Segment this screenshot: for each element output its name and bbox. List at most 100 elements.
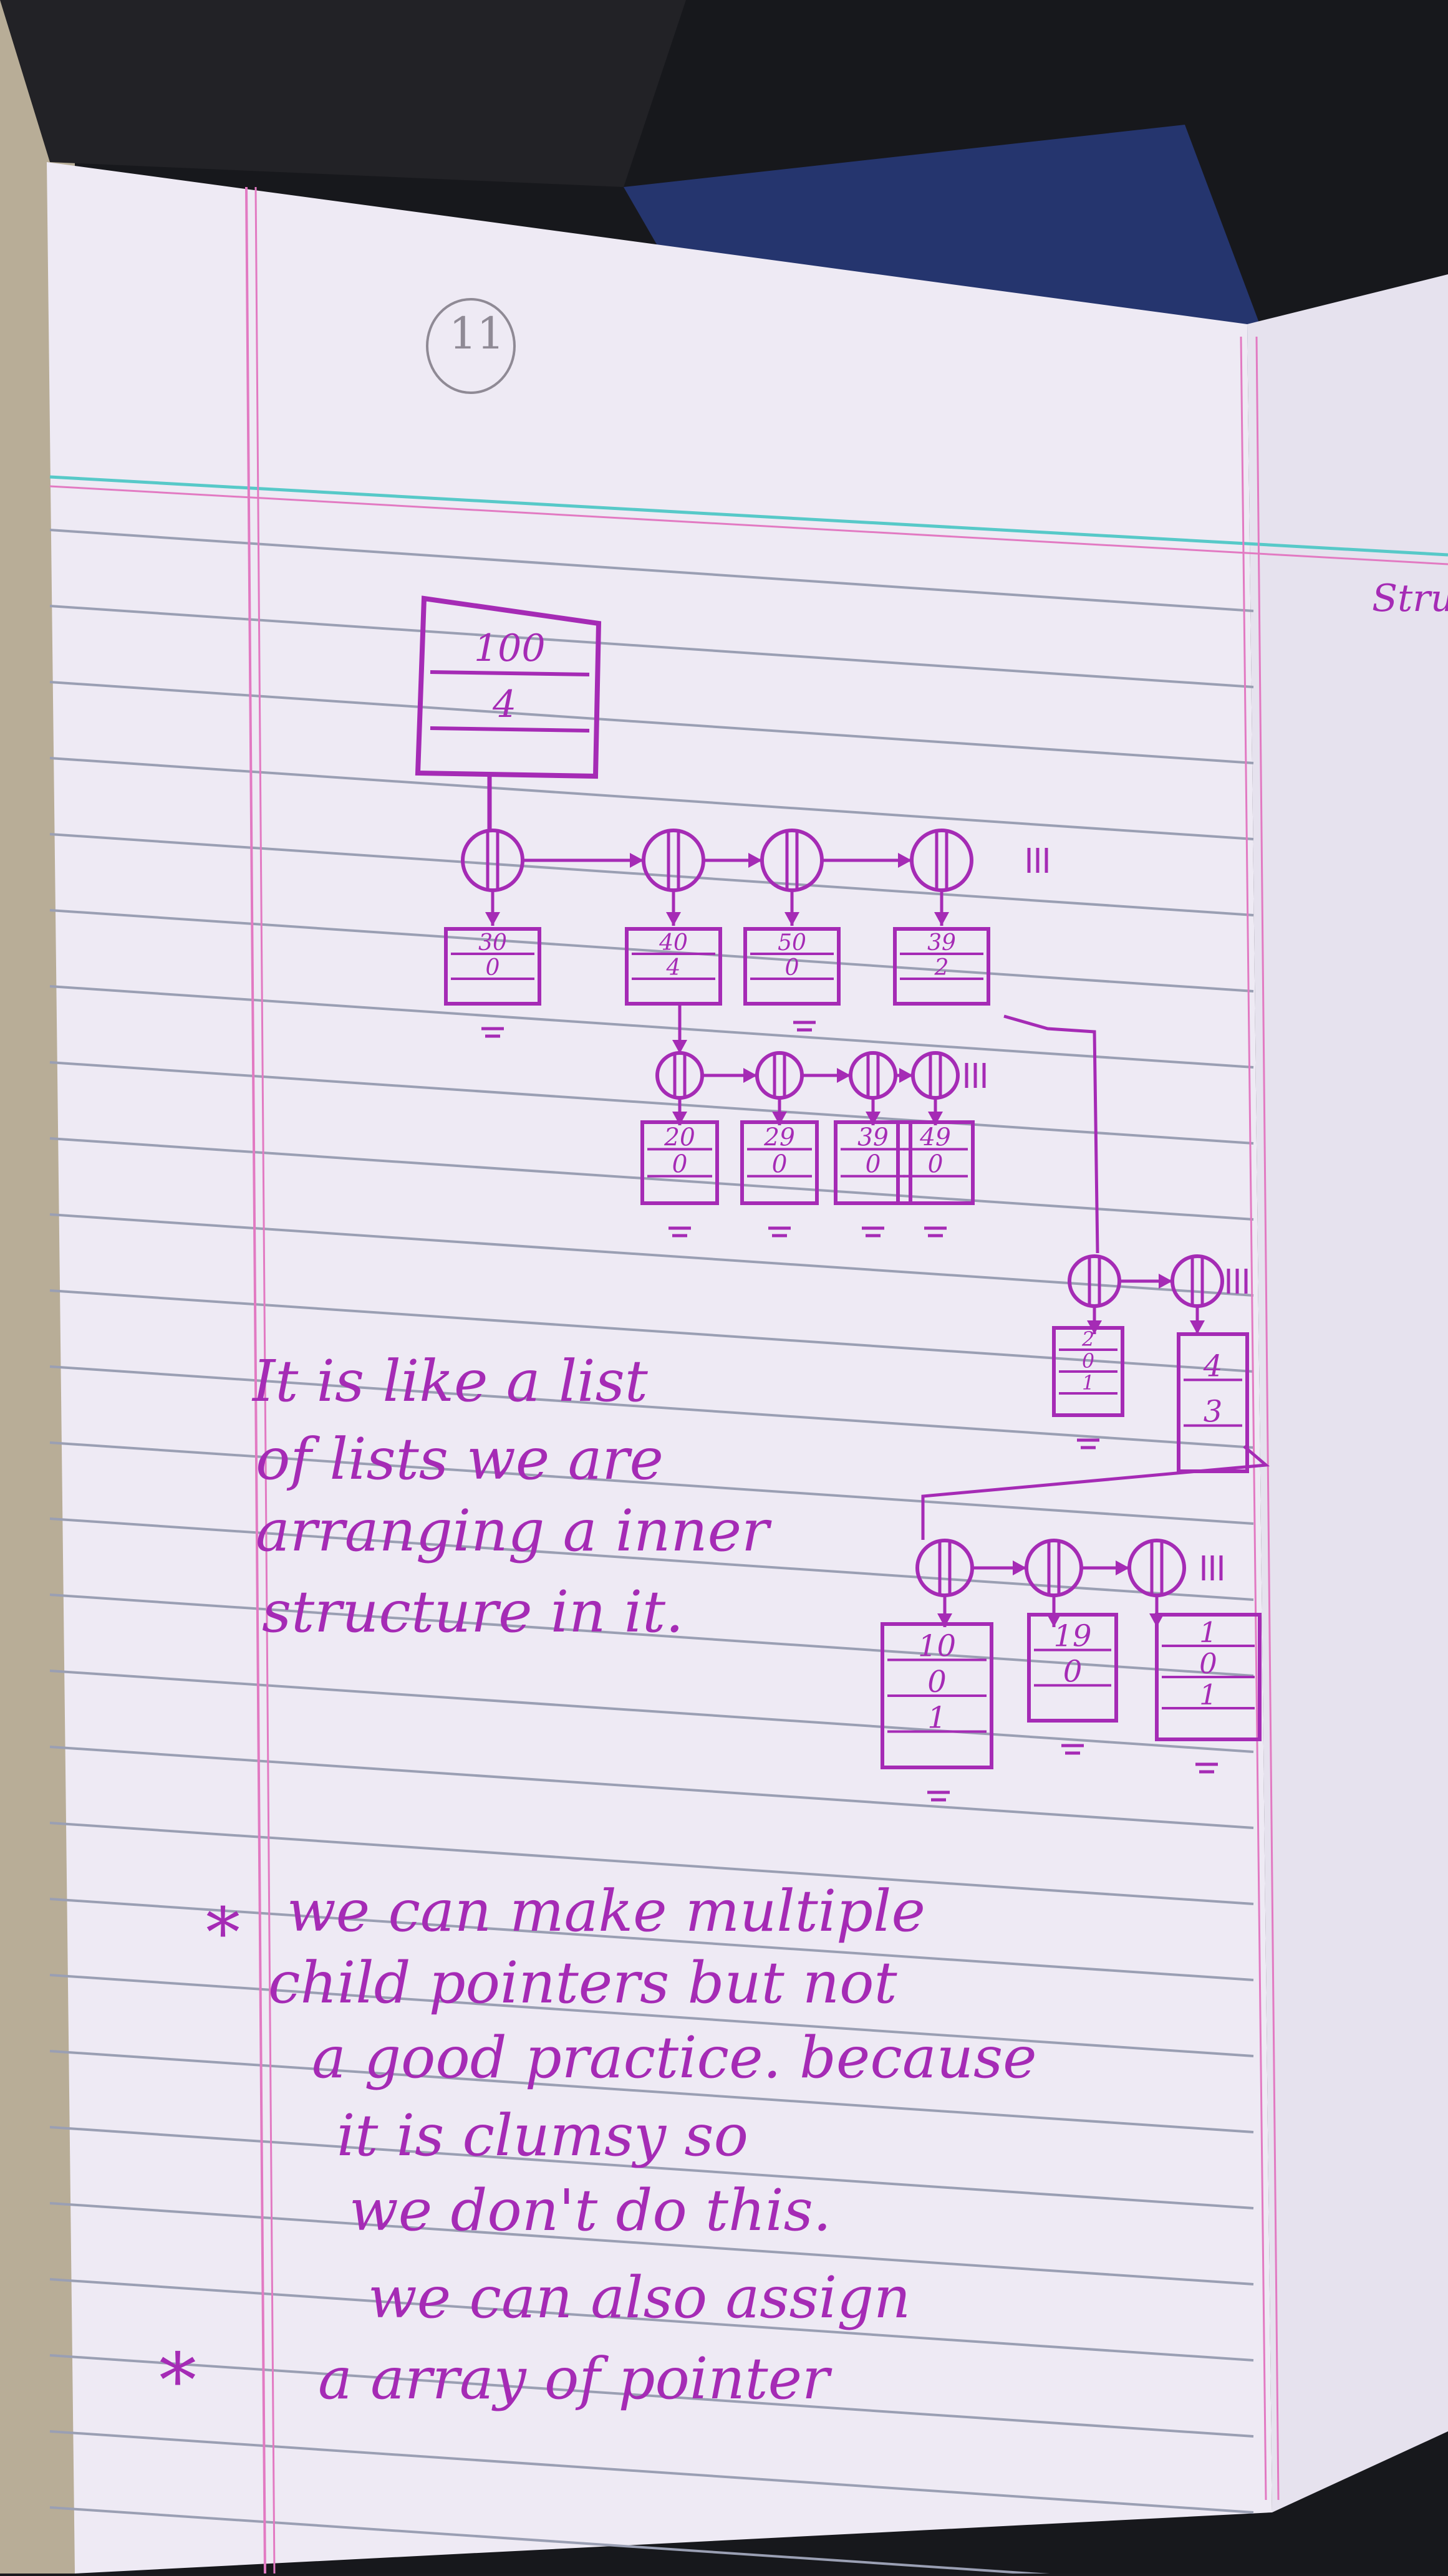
- data-node: 490: [896, 1120, 975, 1205]
- null-terminator: [1227, 1269, 1248, 1294]
- node-value: 29: [763, 1123, 795, 1151]
- node-value: 40: [659, 930, 688, 956]
- data-node: 390: [834, 1120, 912, 1205]
- rule-line: [49, 1822, 1254, 1905]
- node-value: 10: [918, 1629, 956, 1664]
- header-node-bottom: 4: [492, 683, 516, 726]
- margin-lines: [245, 186, 1280, 2574]
- node-extra: 1: [1199, 1678, 1217, 1711]
- ground-mark: [793, 1021, 816, 1032]
- ground-mark: [1077, 1438, 1099, 1449]
- bullet2-line-1: we can also assign: [368, 2264, 911, 2331]
- ground-mark: [481, 1027, 504, 1038]
- node-child-count: 0: [672, 1151, 688, 1179]
- margin-line: [1240, 336, 1267, 2501]
- data-node: 101: [1155, 1613, 1262, 1741]
- rule-line: [49, 2354, 1254, 2438]
- ground-mark: [768, 1226, 791, 1238]
- node-child-count: 0: [1063, 1654, 1083, 1689]
- data-node: 290: [740, 1120, 819, 1205]
- node-child-count: 0: [928, 1151, 944, 1179]
- rule-line: [49, 1746, 1254, 1829]
- rule-line: [49, 1898, 1254, 1981]
- node-value: 1: [1199, 1616, 1217, 1649]
- rule-line: [49, 1441, 1254, 1525]
- header-rule: [49, 475, 1448, 557]
- note-line-2: of lists we are: [256, 1426, 664, 1492]
- node-value: 49: [919, 1123, 951, 1151]
- rule-line: [49, 1670, 1254, 1753]
- null-terminator: [965, 1063, 986, 1088]
- node-extra: 1: [927, 1701, 947, 1736]
- bullet1-line-1: we can make multiple: [287, 1878, 925, 1944]
- bullet2-line-2: a array of pointer: [318, 2345, 830, 2412]
- header-rule: [49, 485, 1448, 565]
- margin-line: [254, 186, 276, 2574]
- data-node: 201: [1052, 1326, 1124, 1417]
- margin-line: [1255, 336, 1280, 2501]
- node-value: 39: [857, 1123, 889, 1151]
- header-node: 100 4: [415, 595, 602, 829]
- rule-line: [49, 1213, 1254, 1297]
- node-value: 4: [1203, 1348, 1223, 1383]
- header-node-top: 100: [474, 627, 546, 670]
- data-node: 200: [640, 1120, 719, 1205]
- margin-line: [245, 186, 266, 2574]
- rule-line: [49, 1137, 1254, 1221]
- right-page: [1247, 274, 1448, 2512]
- ground-mark: [668, 1226, 691, 1238]
- node-child-count: 0: [1199, 1647, 1217, 1680]
- rule-line: [49, 2278, 1254, 2362]
- right-page-fragment: Stru: [1372, 577, 1448, 620]
- ground-mark: [927, 1790, 950, 1802]
- rule-line: [49, 1517, 1254, 1601]
- node-child-count: 0: [1082, 1350, 1094, 1373]
- node-extra: 1: [1082, 1372, 1094, 1395]
- rule-line: [49, 2430, 1254, 2514]
- bullet1-line-3: a good practice. because: [312, 2024, 1037, 2091]
- ground-mark: [1195, 1762, 1218, 1774]
- node-child-count: 0: [866, 1151, 881, 1179]
- left-page: [47, 162, 1272, 2574]
- rule-line: [49, 529, 1254, 612]
- ground-mark: [924, 1226, 947, 1238]
- note-line-1: It is like a list: [253, 1348, 648, 1415]
- rule-line: [49, 1974, 1254, 2057]
- rule-line: [49, 985, 1254, 1069]
- node-child-count: 3: [1204, 1395, 1223, 1430]
- rule-line: [49, 1593, 1254, 1677]
- rule-line: [49, 1061, 1254, 1145]
- null-terminator: [1202, 1555, 1223, 1580]
- rule-line: [49, 2202, 1254, 2285]
- rule-line: [49, 909, 1254, 992]
- bullet-mark-2: *: [159, 2338, 196, 2425]
- node-child-count: 0: [927, 1665, 947, 1699]
- bullet-mark-1: *: [206, 1893, 240, 1973]
- data-node: 300: [444, 927, 541, 1006]
- data-node: 500: [743, 927, 841, 1006]
- node-value: 39: [927, 930, 956, 956]
- node-child-count: 2: [934, 955, 949, 981]
- bullet1-line-2: child pointers but not: [268, 1949, 897, 2016]
- ground-mark: [1061, 1744, 1084, 1755]
- child-link: [1003, 1014, 1099, 1254]
- node-child-count: 4: [666, 955, 681, 981]
- node-value: 2: [1081, 1329, 1094, 1351]
- node-value: 19: [1053, 1619, 1091, 1654]
- node-value: 20: [664, 1123, 695, 1151]
- bullet1-line-4: it is clumsy so: [337, 2102, 748, 2169]
- rule-line: [49, 2126, 1254, 2209]
- page-number-circle: [426, 298, 516, 394]
- bullet1-line-5: we don't do this.: [349, 2177, 832, 2244]
- ground-mark: [862, 1226, 884, 1238]
- node-value: 30: [478, 930, 507, 956]
- data-node: 392: [893, 927, 990, 1006]
- child-link: [921, 1445, 1270, 1540]
- node-child-count: 0: [785, 955, 799, 981]
- page-number: 11: [449, 308, 505, 359]
- data-node: 190: [1027, 1613, 1118, 1723]
- node-child-count: 0: [772, 1151, 788, 1179]
